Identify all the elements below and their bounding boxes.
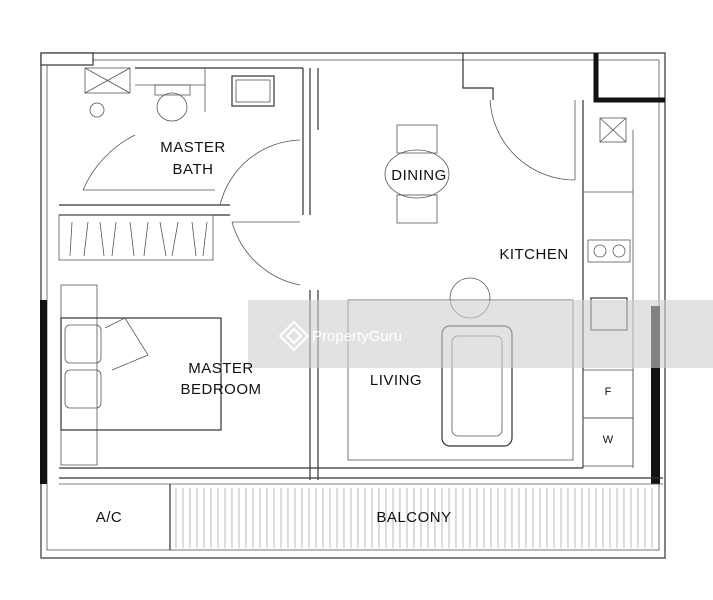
bed bbox=[60, 284, 222, 466]
balcony-label: BALCONY bbox=[376, 509, 451, 526]
fridge-label: F bbox=[605, 386, 612, 398]
washer-label: W bbox=[603, 434, 614, 446]
watermark: PropertyGuru bbox=[248, 300, 713, 368]
master-bedroom-label-1: MASTER bbox=[188, 360, 254, 377]
living-label: LIVING bbox=[370, 372, 422, 389]
master-bath-label-1: MASTER bbox=[160, 139, 226, 156]
interior-walls bbox=[58, 67, 663, 550]
wardrobe-hatching bbox=[69, 221, 208, 257]
room-labels: MASTER BATH DINING KITCHEN MASTER BEDROO… bbox=[96, 139, 614, 526]
dining-label: DINING bbox=[391, 167, 447, 184]
master-bedroom-label-2: BEDROOM bbox=[180, 381, 261, 398]
balcony-hatching bbox=[175, 488, 660, 548]
ac-label: A/C bbox=[96, 509, 123, 526]
dining-set bbox=[384, 124, 450, 224]
kitchen-label: KITCHEN bbox=[499, 246, 568, 263]
watermark-text: PropertyGuru bbox=[312, 328, 402, 345]
master-bath-label-2: BATH bbox=[173, 161, 214, 178]
house-icon bbox=[278, 320, 310, 352]
